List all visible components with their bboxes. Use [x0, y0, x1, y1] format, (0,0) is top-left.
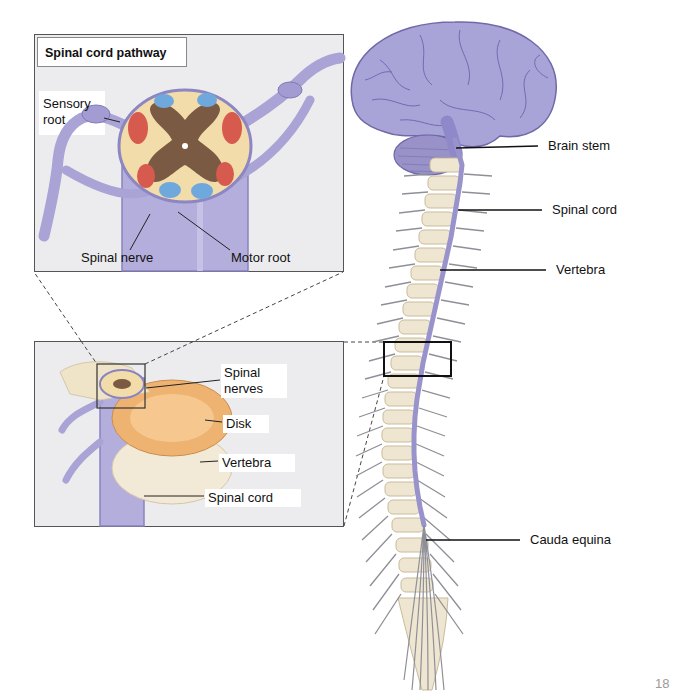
vertebra	[411, 266, 443, 280]
vertebra	[391, 356, 423, 370]
leader-line	[440, 269, 546, 271]
vertebra	[382, 428, 414, 442]
vertebra	[385, 482, 417, 496]
vertebra	[395, 338, 427, 352]
zoom-box	[384, 342, 451, 376]
vertebra	[383, 464, 415, 478]
cerebrum	[351, 22, 556, 147]
vertebra	[388, 374, 420, 388]
brain-stem	[447, 122, 456, 152]
heading-box: Spinal cord pathway	[37, 37, 187, 67]
cerebellum	[394, 135, 462, 175]
sacrum	[398, 598, 448, 690]
vertebra	[399, 320, 431, 334]
structure-label: Vertebra	[556, 262, 605, 278]
vertebra	[401, 578, 433, 592]
spinal-cord	[414, 140, 462, 525]
vertebra	[392, 518, 424, 532]
cerebellum-folds	[398, 148, 458, 172]
vertebra	[425, 194, 457, 208]
vertebra	[428, 176, 460, 190]
node-text: Spinal nerve	[81, 250, 171, 266]
node-text: Spinal nerves	[221, 364, 287, 398]
cauda-fibres	[404, 525, 444, 690]
vertebra	[382, 446, 414, 460]
vertebra	[385, 392, 417, 406]
spinal-nerves	[356, 174, 492, 634]
node-text: Spinal cord pathway	[45, 45, 185, 61]
structure-label: Brain stem	[548, 138, 610, 154]
leader-line	[458, 209, 542, 211]
vertebra	[396, 538, 428, 552]
node-text: Motor root	[231, 250, 321, 266]
node-text: Spinal cord	[205, 489, 301, 507]
zoom-line	[344, 342, 384, 343]
inset-panel: Spinal nerve Motor root Spinal cord pathwa…	[34, 34, 344, 272]
vertebra	[430, 158, 462, 172]
zoom-connector	[34, 272, 81, 341]
vertebra	[415, 248, 447, 262]
label-box: Sensory root	[39, 91, 105, 135]
node-text: Sensory root	[43, 96, 101, 128]
vertebra	[388, 500, 420, 514]
leader-line	[456, 146, 538, 148]
vertebra	[422, 212, 454, 226]
inset-panel: Spinal nervesDiskVertebraSpinal cord	[34, 341, 344, 527]
leader-line	[426, 539, 520, 541]
node-text: Vertebra	[219, 454, 295, 472]
vertebra	[407, 284, 439, 298]
structure-label: Spinal cord	[552, 202, 617, 218]
vertebra	[399, 558, 431, 572]
zoom-line	[344, 376, 384, 526]
structure-label: Cauda equina	[530, 532, 611, 548]
vertebra	[419, 230, 451, 244]
page-number: 18	[655, 676, 669, 692]
gyri	[365, 30, 548, 126]
node-text: Disk	[223, 415, 269, 433]
vertebra	[383, 410, 415, 424]
vertebra	[403, 302, 435, 316]
